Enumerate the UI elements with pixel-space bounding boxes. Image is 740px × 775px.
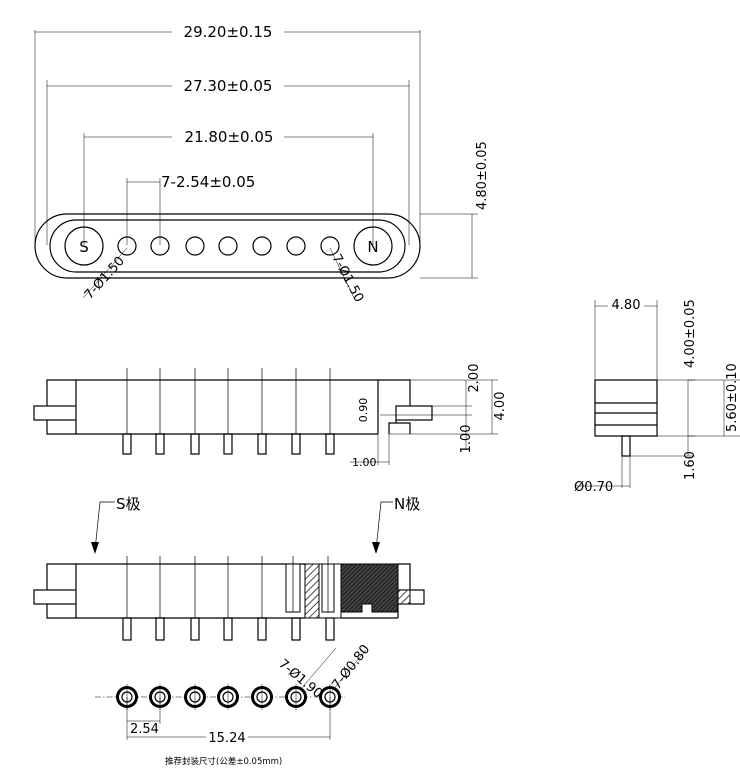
magnet-s-label: S (79, 238, 89, 256)
pin-tail (190, 433, 200, 455)
pin-tail (257, 433, 267, 455)
fp-note: 推荐封装尺寸(公差±0.05mm) (165, 756, 282, 767)
dim-outer-holes: 27.30±0.05 (184, 77, 273, 95)
footprint-view: 7-Ø1.90 7-Ø0.80 2.54 15.24 推荐封装尺寸(公差±0.0… (95, 642, 373, 767)
pin-tail (291, 617, 301, 641)
front-view: 2.00 0.90 4.00 1.00 1.00 (33, 364, 508, 469)
pin-tail (190, 617, 200, 641)
pin-tail (325, 433, 335, 455)
front-pins (122, 368, 335, 455)
section-view: S极 N极 (33, 495, 425, 641)
pin-hole (252, 236, 272, 256)
pin-hole (150, 236, 170, 256)
pin-hole (286, 236, 306, 256)
side-dim-width: 4.80 (612, 298, 641, 313)
pin-tail (155, 433, 165, 455)
footprint-holes (116, 684, 341, 710)
dim-0-90: 0.90 (357, 398, 370, 423)
pin-hole (117, 236, 137, 256)
pin-hole (320, 236, 340, 256)
label-n-pole: N极 (394, 495, 420, 513)
pin-tail (122, 617, 132, 641)
side-dim-pin-length: 1.60 (683, 451, 698, 480)
pin-tail (325, 617, 335, 641)
dim-4-00: 4.00 (493, 392, 508, 421)
dim-2-00: 2.00 (467, 364, 482, 393)
dim-overall-length: 29.20±0.15 (184, 23, 273, 41)
pin-tail (291, 433, 301, 455)
dim-pitch: 7-2.54±0.05 (161, 173, 255, 191)
pin-tail (223, 617, 233, 641)
dim-1-00-horizontal: 1.00 (352, 456, 377, 469)
pin-tail (122, 433, 132, 455)
side-dim-body: 4.00±0.05 (683, 299, 698, 368)
fp-dim-span: 15.24 (208, 731, 245, 746)
side-dim-total: 5.60±0.10 (725, 363, 740, 432)
dim-1-00-vertical: 1.00 (459, 425, 474, 454)
dim-center-span: 21.80±0.05 (185, 128, 274, 146)
dim-height: 4.80±0.05 (475, 141, 490, 210)
top-pin-holes (117, 236, 340, 256)
pin-hole (218, 236, 238, 256)
magnet-n-label: N (367, 238, 378, 256)
top-view: 29.20±0.15 27.30±0.05 21.80±0.05 7-2.54±… (34, 22, 490, 305)
fp-dim-pitch: 2.54 (130, 722, 159, 737)
fp-dim-hole-inner: 7-Ø0.80 (329, 642, 373, 692)
section-pins (122, 556, 335, 641)
side-view: 4.80 4.00±0.05 5.60±0.10 1.60 Ø0.70 (574, 296, 740, 495)
pin-tail (155, 617, 165, 641)
pin-tail (257, 617, 267, 641)
label-s-pole: S极 (116, 495, 141, 513)
pin-hole (185, 236, 205, 256)
side-dim-pin-dia: Ø0.70 (574, 480, 613, 495)
pin-tail (223, 433, 233, 455)
